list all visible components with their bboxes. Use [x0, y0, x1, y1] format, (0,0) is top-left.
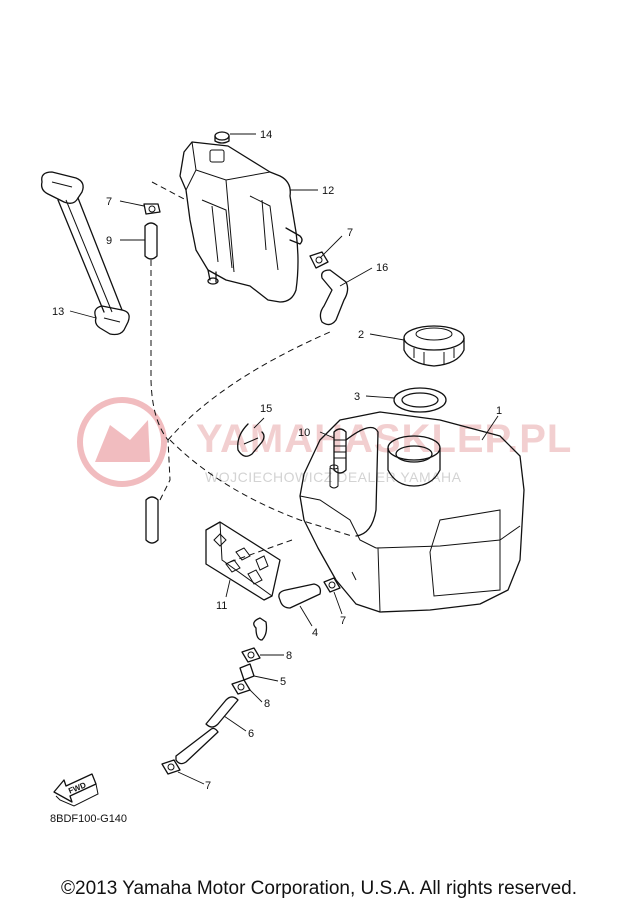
callout-13: 13 [52, 306, 64, 318]
watermark-brand: YAMAHASKLEP.PL [196, 417, 572, 461]
callout-7-subtank: 7 [347, 227, 353, 239]
part-11-plate [205, 521, 281, 601]
callout-6: 6 [248, 728, 254, 740]
callout-8-lower: 8 [264, 698, 270, 710]
part-10-breather [333, 426, 379, 537]
callout-4: 4 [312, 627, 318, 639]
diagram-code: 8BDF100-G140 [50, 813, 127, 825]
callout-12: 12 [322, 185, 334, 197]
copyright-notice: ©2013 Yamaha Motor Corporation, U.S.A. A… [61, 878, 577, 899]
callout-11: 11 [216, 600, 227, 612]
callout-9: 9 [106, 235, 112, 247]
part-12-subtank [179, 141, 303, 303]
part-15-clip [237, 423, 265, 457]
callouts: 14 12 7 9 7 16 13 2 3 15 10 1 11 4 7 8 5… [52, 129, 502, 792]
part-1-fuel-tank [299, 411, 525, 613]
part-3-gasket [393, 387, 447, 413]
callout-8-upper: 8 [286, 650, 292, 662]
watermark-subtitle: WOJCIECHOWICZ DEALER YAMAHA [205, 469, 462, 485]
fwd-label: FWD [67, 780, 87, 795]
watermark-logo [77, 397, 167, 487]
callout-2: 2 [358, 329, 364, 341]
callout-14: 14 [260, 129, 272, 141]
callout-7-upper: 7 [106, 196, 112, 208]
part-14-cap [214, 131, 230, 144]
callout-1: 1 [496, 405, 502, 417]
part-7-clamp-c [323, 577, 341, 593]
callout-3: 3 [354, 391, 360, 403]
part-13-band [40, 171, 130, 336]
part-7-clamp-a [143, 203, 161, 215]
leader-lines [69, 133, 499, 785]
part-9-hose [144, 222, 158, 260]
part-6-hose [175, 696, 239, 765]
fwd-arrow-icon: FWD [53, 773, 99, 807]
parts-diagram: YAMAHASKLEP.PL WOJCIECHOWICZ DEALER YAMA… [40, 129, 572, 825]
part-5-joint [239, 663, 255, 681]
callout-7-tank: 7 [340, 615, 346, 627]
part-7-clamp-d [161, 759, 181, 775]
part-4-hose [253, 583, 322, 641]
part-16-hose [319, 269, 349, 326]
part-7-clamp-b [309, 251, 329, 269]
part-2-fuel-cap [403, 325, 465, 367]
callout-10: 10 [298, 427, 310, 439]
callout-7-bottom: 7 [205, 780, 211, 792]
callout-5: 5 [280, 676, 286, 688]
watermark: YAMAHASKLEP.PL WOJCIECHOWICZ DEALER YAMA… [77, 397, 572, 487]
callout-15: 15 [260, 403, 272, 415]
dashed-routing [145, 181, 353, 563]
callout-16: 16 [376, 262, 388, 274]
part-8-clamp-b [231, 679, 251, 695]
part-8-clamp-a [241, 647, 261, 663]
